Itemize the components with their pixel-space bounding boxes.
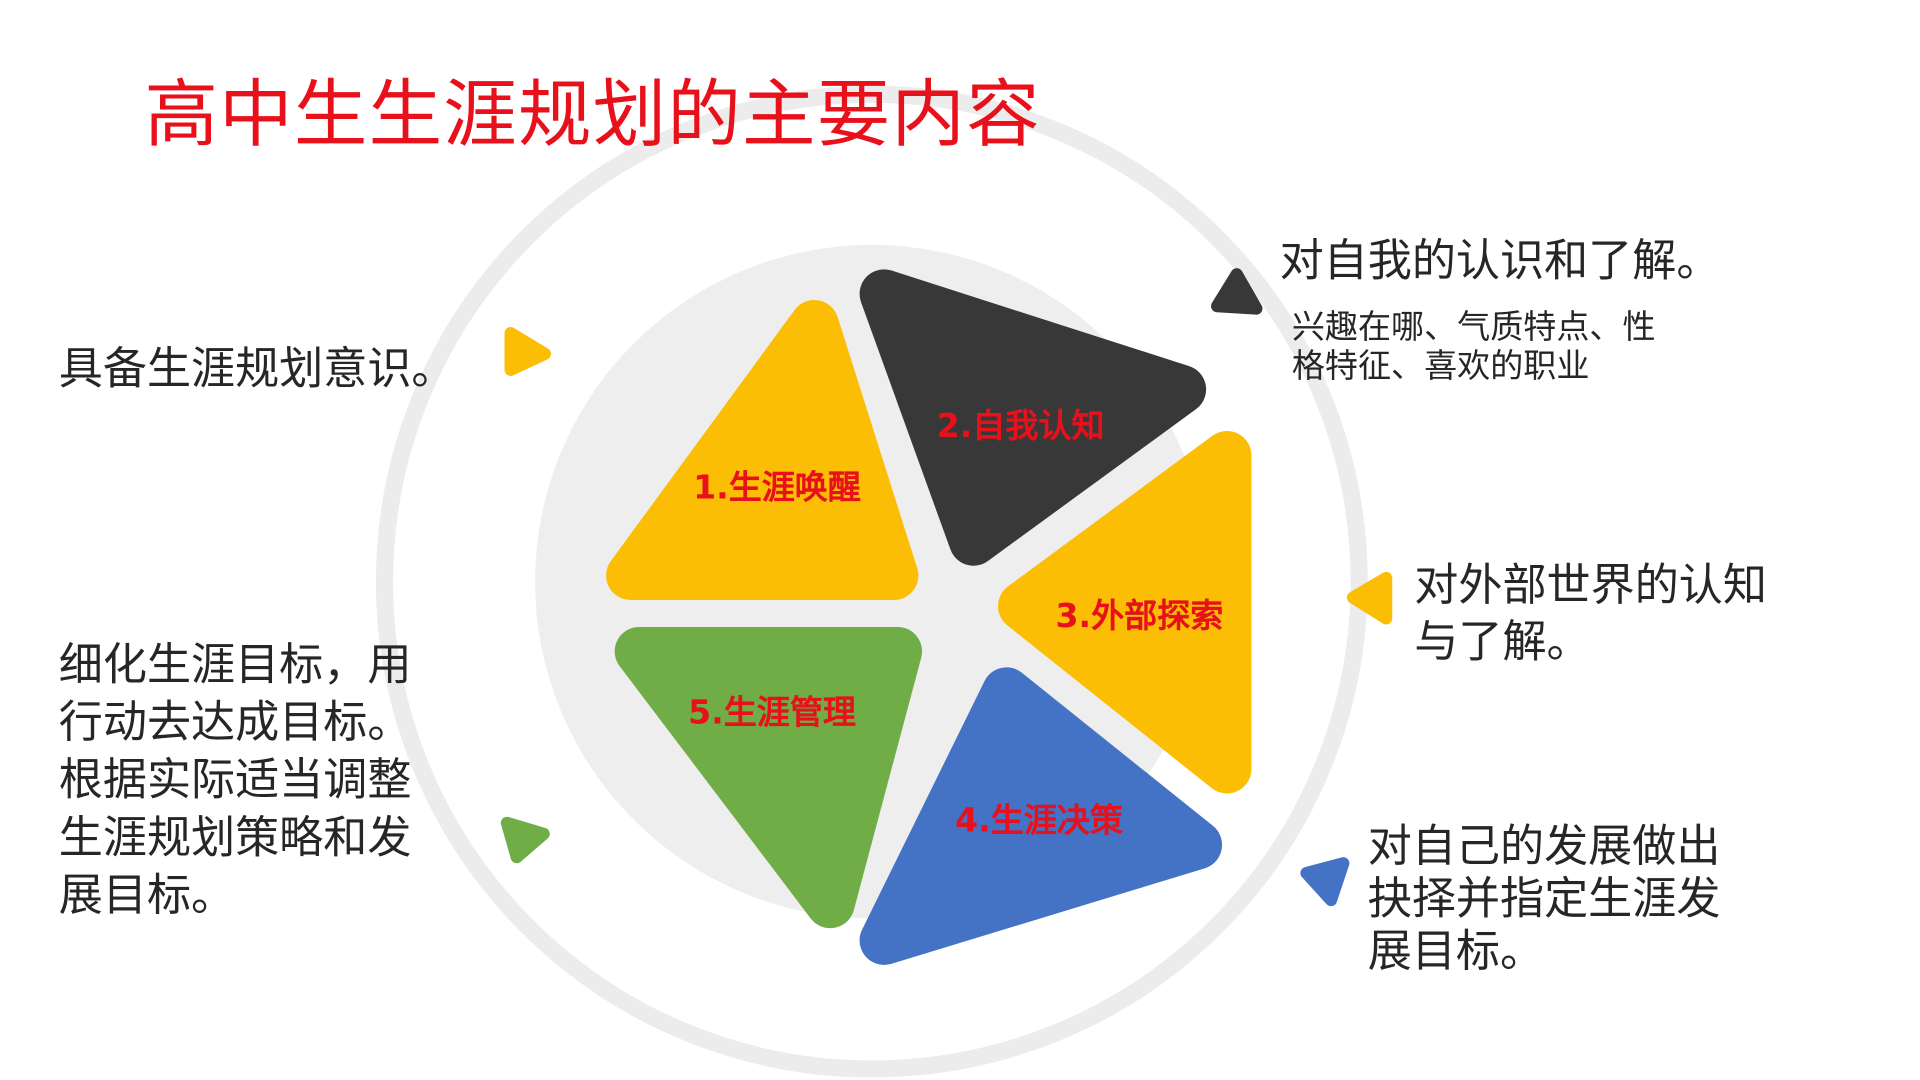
segment-3-triangle xyxy=(997,431,1252,794)
segment-2-detail: 兴趣在哪、气质特点、性 格特征、喜欢的职业 xyxy=(1292,309,1656,387)
marker-3-icon xyxy=(1346,571,1393,625)
segment-4-desc: 对自己的发展做出 抉择并指定生涯发 展目标。 xyxy=(1368,820,1721,978)
desc-line: 对外部世界的认知 xyxy=(1414,560,1767,612)
segment-5-label: 5.生涯管理 xyxy=(688,694,856,733)
desc-line: 与了解。 xyxy=(1414,617,1591,668)
segment-1-triangle xyxy=(606,300,919,601)
marker-4-icon xyxy=(1300,857,1350,907)
desc-line: 展目标。 xyxy=(58,870,236,921)
segment-5-triangle xyxy=(614,626,923,929)
segment-1-desc: 具备生涯规划意识。 xyxy=(58,344,456,395)
marker-2-icon xyxy=(1211,268,1263,315)
detail-line: 兴趣在哪、气质特点、性 xyxy=(1291,308,1656,347)
segment-4-label: 4.生涯决策 xyxy=(955,802,1123,841)
detail-line: 格特征、喜欢的职业 xyxy=(1291,347,1590,386)
segment-2-label: 2.自我认知 xyxy=(936,407,1105,446)
marker-5-icon xyxy=(500,816,550,864)
page-title: 高中生生涯规划的主要内容 xyxy=(144,72,1041,158)
segment-3-desc: 对外部世界的认知 与了解。 xyxy=(1414,558,1767,671)
desc-line: 生涯规划策略和发 xyxy=(58,813,412,864)
desc-line: 细化生涯目标，用 xyxy=(58,640,412,691)
segment-2-triangle xyxy=(859,269,1207,566)
segment-5-desc: 细化生涯目标，用 行动去达成目标。 根据实际适当调整 生涯规划策略和发 展目标。 xyxy=(59,637,412,925)
watermark-outer-ring xyxy=(375,85,1368,1078)
desc-line: 展目标。 xyxy=(1367,926,1545,978)
desc-line: 抉择并指定生涯发 xyxy=(1367,874,1721,925)
segment-1-label: 1.生涯唤醒 xyxy=(693,468,861,507)
desc-line: 行动去达成目标。 xyxy=(58,697,412,749)
segment-4-triangle xyxy=(859,667,1223,965)
segment-2-desc: 对自我的认识和了解。 xyxy=(1279,236,1721,287)
desc-line: 根据实际适当调整 xyxy=(58,755,412,806)
segment-3-label: 3.外部探索 xyxy=(1055,597,1224,636)
desc-line: 对自己的发展做出 xyxy=(1367,821,1721,872)
marker-1-icon xyxy=(504,326,552,376)
